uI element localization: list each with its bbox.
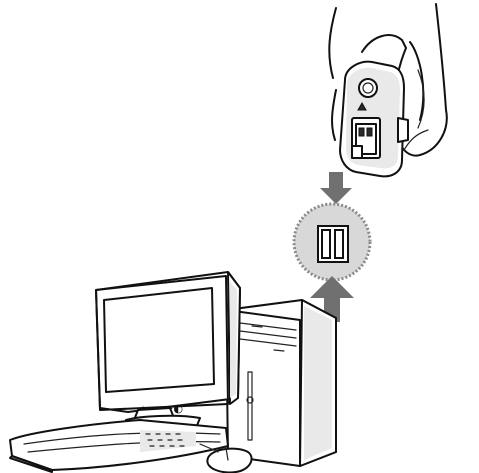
monitor-screen (104, 288, 214, 392)
keyboard (10, 420, 228, 472)
monitor: ✧ ·◐ (96, 272, 240, 430)
usb-port-icon (294, 204, 370, 280)
hand-with-device (329, 4, 446, 176)
usb-drive-icon (340, 62, 408, 177)
arrow-down-icon (320, 172, 352, 204)
desktop-pc: ✧ ·◐ (10, 272, 336, 472)
tower-case (226, 300, 336, 466)
